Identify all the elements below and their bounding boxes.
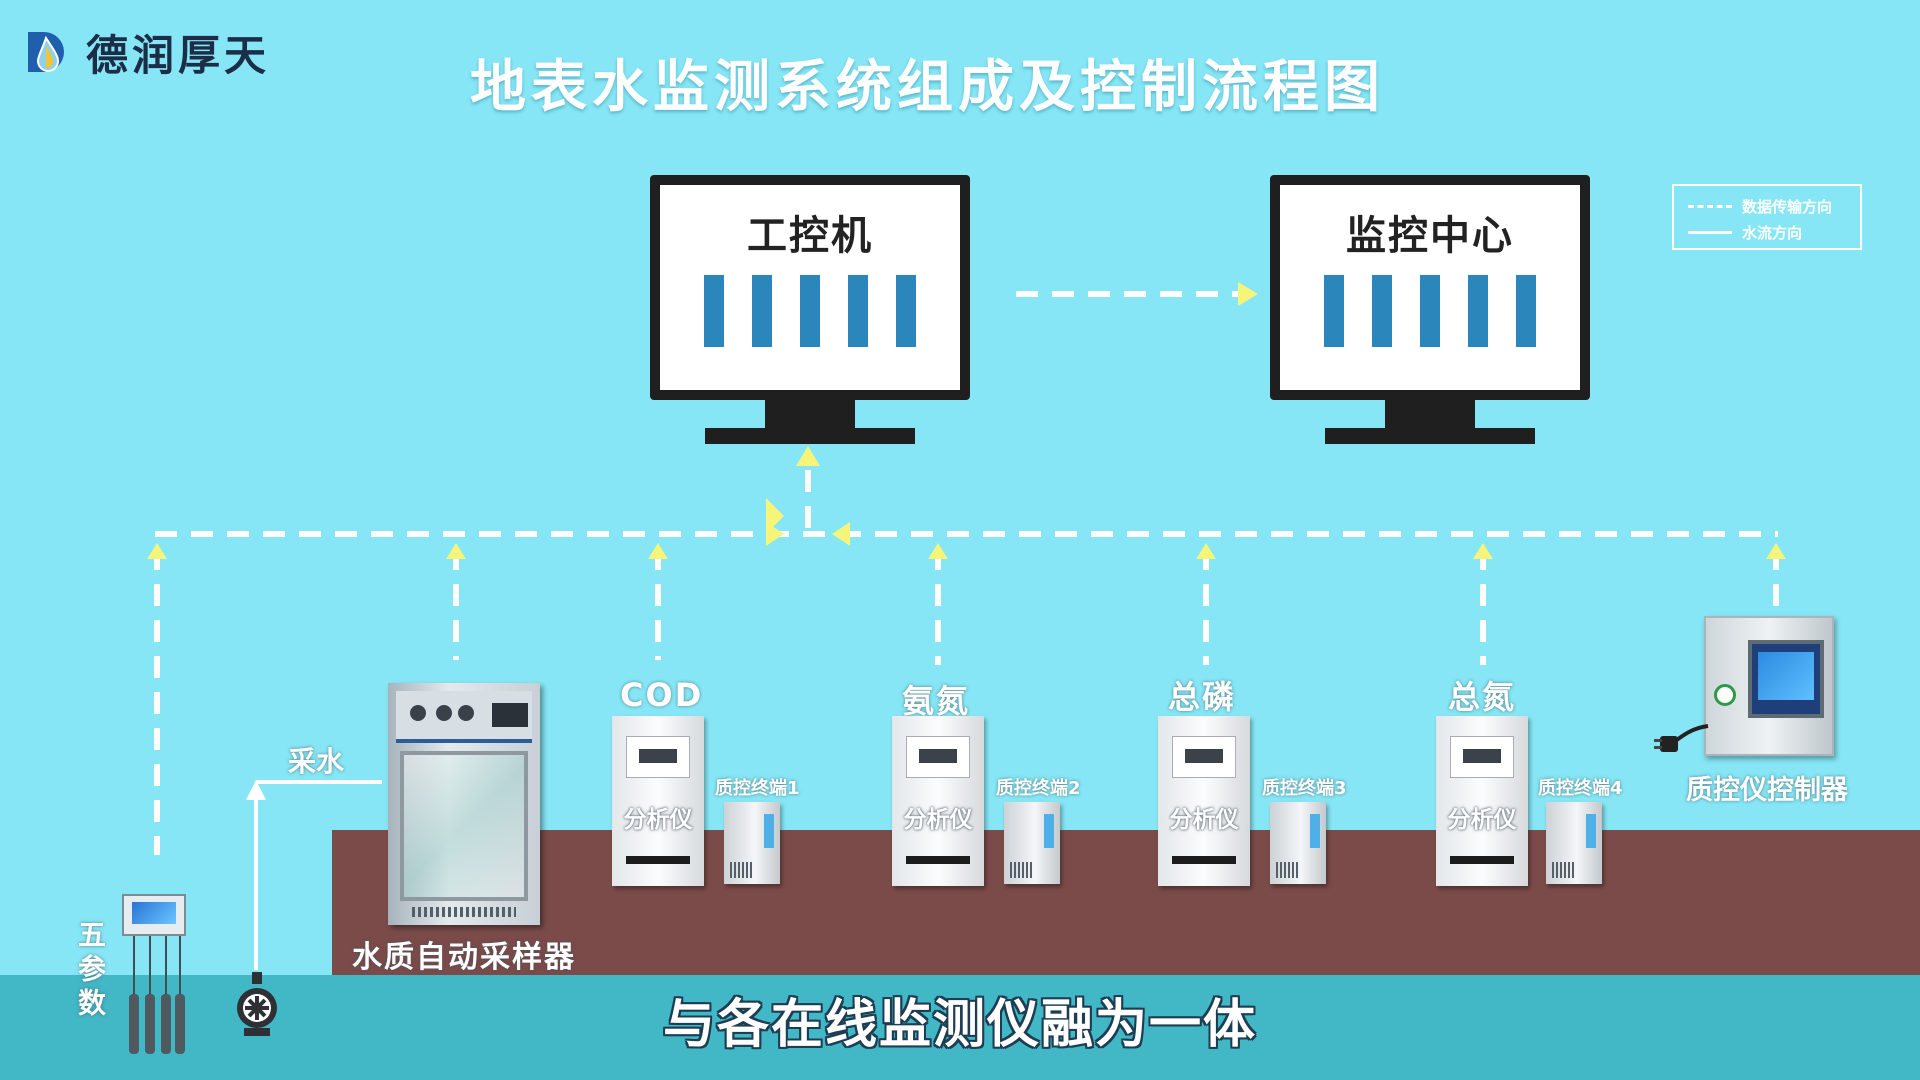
analyzer-slot [626,856,690,864]
sampler-label: 水质自动采样器 [352,940,576,975]
qc-terminal-3 [1270,802,1326,884]
brand: 德润厚天 [24,22,270,82]
analyzer-display [1172,736,1236,778]
qc-indicator [764,814,774,848]
page-title: 地表水监测系统组成及控制流程图 [470,55,1385,120]
power-plug-icon [1654,724,1709,752]
center-bars [1280,275,1580,347]
sampler-vent [412,907,516,917]
analyzer-panel-label: 分析仪 [623,807,693,833]
water-sampler [388,683,540,925]
legend-data-row: 数据传输方向 [1688,196,1832,217]
sampler-top-panel [396,691,532,743]
analyzer-tp-name: 总磷 [1168,678,1237,716]
sampler-glass-door [400,751,528,901]
qc-vent [1010,862,1032,878]
probe-rods-icon [129,936,185,1054]
qc-vent [1276,862,1298,878]
analyzer-tn: 分析仪 [1436,716,1528,886]
dashed-line-icon [1688,205,1732,208]
legend: 数据传输方向 水流方向 [1672,184,1862,250]
ipc-stand [765,400,855,428]
qc-terminal-2-label: 质控终端2 [996,778,1081,799]
center-stand [1385,400,1475,428]
analyzer-display [626,736,690,778]
center-monitor: 监控中心 [1270,175,1590,444]
center-label: 监控中心 [1346,213,1514,259]
qc-terminal-3-label: 质控终端3 [1262,778,1347,799]
ipc-monitor: 工控机 [650,175,970,444]
ipc-screen: 工控机 [650,175,970,400]
qc-controller [1704,616,1834,756]
qc-terminal-1-label: 质控终端1 [715,778,800,799]
analyzer-slot [1172,856,1236,864]
analyzer-cod-name: COD [620,676,704,714]
center-screen: 监控中心 [1270,175,1590,400]
ipc-base [705,428,915,444]
controller-screen [1748,640,1824,718]
analyzer-display [1450,736,1514,778]
qc-vent [1552,862,1574,878]
analyzer-panel-label: 分析仪 [1447,807,1517,833]
ipc-bars [660,275,960,347]
knob-icon [458,705,474,721]
knob-icon [410,705,426,721]
five-param-display [122,894,186,936]
brand-name: 德润厚天 [86,30,271,80]
qc-indicator [1586,814,1596,848]
analyzer-tn-name: 总氮 [1448,678,1517,716]
sampler-display [492,703,528,727]
knob-icon [436,705,452,721]
analyzer-panel-label: 分析仪 [903,807,973,833]
water [0,975,1920,1080]
water-drop-d-logo-icon [28,32,64,72]
analyzer-nh3-name: 氨氮 [902,682,971,720]
analyzer-cod: 分析仪 [612,716,704,886]
ground [332,830,1920,1000]
five-params-label: 五参数 [74,920,107,1022]
analyzer-nh3: 分析仪 [892,716,984,886]
controller-label: 质控仪控制器 [1686,775,1848,806]
controller-badge-icon [1714,684,1736,706]
ipc-label: 工控机 [747,213,873,259]
sampling-label: 采水 [288,745,345,778]
qc-terminal-1 [724,802,780,884]
water-pump-icon [237,972,277,1036]
qc-terminal-4 [1546,802,1602,884]
qc-terminal-2 [1004,802,1060,884]
analyzer-tp: 分析仪 [1158,716,1250,886]
video-subtitle: 与各在线监测仪融为一体 [662,995,1257,1055]
legend-data-label: 数据传输方向 [1742,198,1833,216]
legend-water-label: 水流方向 [1742,224,1803,242]
qc-indicator [1044,814,1054,848]
legend-water-row: 水流方向 [1688,222,1802,243]
analyzer-panel-label: 分析仪 [1169,807,1239,833]
solid-line-icon [1688,231,1732,234]
analyzer-display [906,736,970,778]
analyzer-slot [906,856,970,864]
analyzer-slot [1450,856,1514,864]
center-base [1325,428,1535,444]
qc-indicator [1310,814,1320,848]
qc-terminal-4-label: 质控终端4 [1538,778,1623,799]
qc-vent [730,862,752,878]
